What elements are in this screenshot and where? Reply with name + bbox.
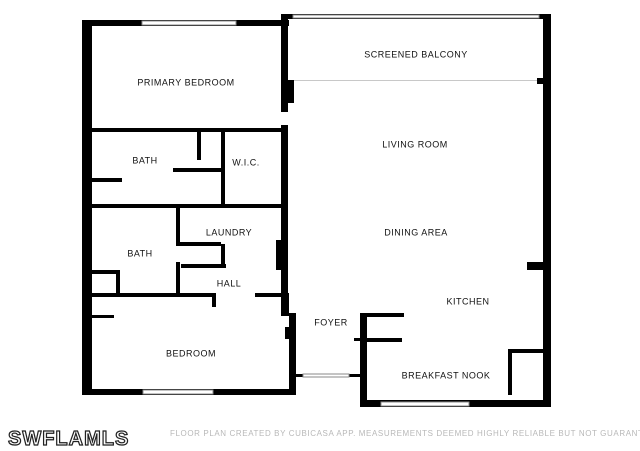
label-kitchen: KITCHEN — [446, 296, 489, 306]
exterior-walls — [82, 14, 551, 407]
label-laundry: LAUNDRY — [206, 227, 252, 237]
nook-west-wall — [360, 313, 367, 407]
balcony-pier-left — [288, 80, 294, 103]
bath-lower-door — [116, 270, 120, 294]
mls-watermark-logo: SWFLAMLS — [7, 427, 130, 450]
wic-south-ledge — [173, 168, 223, 172]
hall-jamb — [212, 293, 216, 307]
floor-plan-disclaimer: FLOOR PLAN CREATED BY CUBICASA APP. MEAS… — [170, 429, 640, 438]
laundry-south-wall-a — [176, 242, 221, 246]
wic-west-wall — [221, 132, 225, 172]
door-jamb-right — [349, 374, 363, 377]
bath-lower-ledge — [92, 270, 120, 274]
bath-vanity-wall — [92, 178, 122, 182]
pantry-top — [508, 349, 543, 353]
label-screened-balcony: SCREENED BALCONY — [364, 49, 468, 59]
label-bath-upper: BATH — [132, 155, 157, 165]
window-bedroom — [142, 389, 214, 395]
foyer-corner — [281, 293, 289, 316]
hall-corner — [176, 293, 180, 297]
laundry-west-lower — [176, 262, 180, 296]
label-living-room: LIVING ROOM — [382, 139, 448, 149]
label-bedroom: BEDROOM — [166, 348, 216, 358]
window-primary-bedroom — [141, 20, 237, 26]
windows — [141, 14, 540, 407]
laundry-door-jamb — [221, 244, 225, 268]
label-wic: W.I.C. — [232, 157, 260, 167]
kitchen-counter-bottom — [362, 338, 402, 342]
bath-south-wall — [92, 204, 281, 208]
laundry-south-wall-b — [181, 264, 226, 268]
hall-east-wall — [255, 293, 285, 297]
door-jamb — [289, 374, 303, 377]
label-breakfast-nook: BREAKFAST NOOK — [402, 370, 491, 380]
entry-door — [302, 373, 350, 378]
label-foyer: FOYER — [314, 317, 348, 327]
kitchen-column — [527, 262, 543, 270]
foyer-pier — [285, 327, 291, 339]
window-balcony — [292, 14, 540, 19]
balcony-pier-right — [537, 78, 543, 84]
nook-jamb — [354, 338, 362, 341]
closet-shelf — [92, 315, 114, 318]
kitchen-counter-top — [362, 313, 404, 317]
label-dining-area: DINING AREA — [384, 227, 448, 237]
room-labels: PRIMARY BEDROOM SCREENED BALCONY BATH W.… — [127, 49, 490, 380]
wic-west-lower — [221, 168, 225, 206]
label-hall: HALL — [217, 278, 242, 288]
bedroom-living-wall-upper — [281, 14, 288, 112]
primary-bedroom-south-wall — [92, 128, 281, 132]
pantry-west — [508, 349, 512, 395]
bath-wic-wall — [197, 132, 201, 160]
west-wall — [82, 20, 92, 393]
window-breakfast-nook — [380, 401, 470, 407]
bedroom-north-wall — [92, 293, 212, 297]
interior-walls — [92, 78, 543, 395]
label-primary-bedroom: PRIMARY BEDROOM — [137, 77, 234, 87]
laundry-west-upper — [176, 208, 180, 244]
laundry-east-wall — [276, 240, 281, 270]
east-wall — [543, 14, 551, 407]
label-bath-lower: BATH — [127, 248, 152, 258]
foyer-west-wall — [289, 313, 296, 395]
balcony-threshold — [290, 80, 543, 81]
bedroom-living-wall-mid — [281, 125, 288, 295]
